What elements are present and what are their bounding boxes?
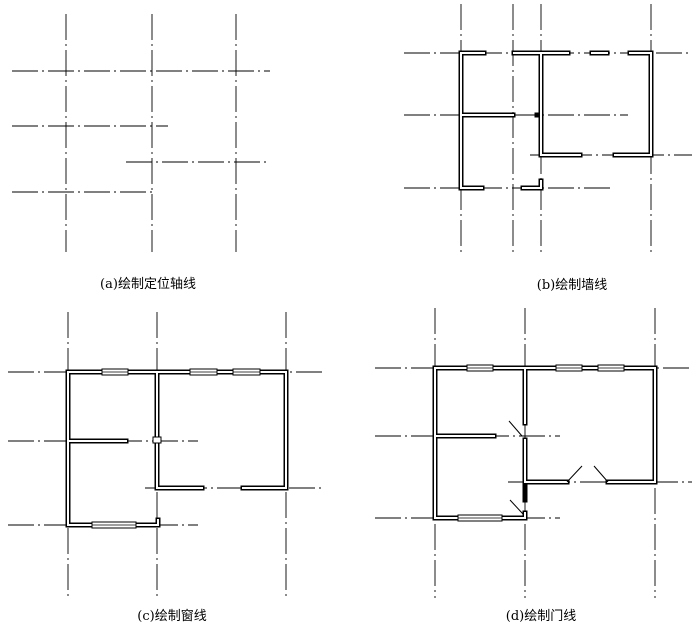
panel-c-windows xyxy=(91,368,261,529)
panel-c-axes xyxy=(8,312,324,600)
panel-d-windows xyxy=(457,364,625,522)
caption-d: (d)绘制门线 xyxy=(506,609,576,624)
panel-d-doors xyxy=(508,420,609,515)
caption-c: (c)绘制窗线 xyxy=(137,608,206,624)
caption-b: (b)绘制墙线 xyxy=(537,278,607,293)
panel-d-walls xyxy=(432,365,658,521)
panel-a-axis-lines xyxy=(12,14,270,252)
caption-a: (a)绘制定位轴线 xyxy=(100,277,196,292)
panel-c-walls xyxy=(65,369,289,528)
panel-b-walls xyxy=(458,50,654,191)
panel-d-axes xyxy=(375,308,692,598)
